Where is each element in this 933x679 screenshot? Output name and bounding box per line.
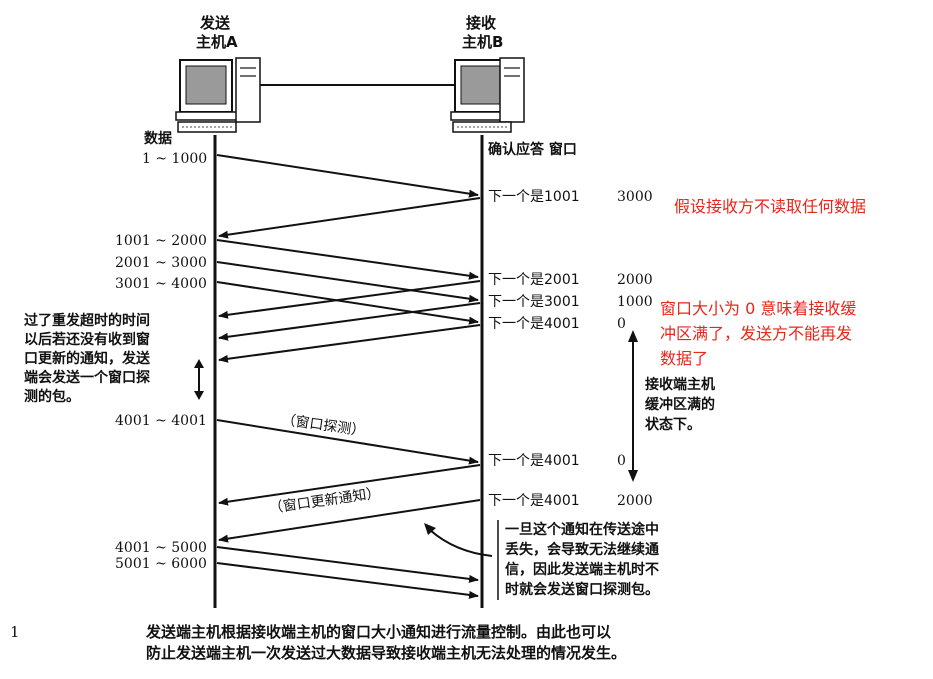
arrow-data-2001-3000 (216, 261, 479, 303)
figure-caption: 发送端主机根据接收端主机的窗口大小通知进行流量控制。由此也可以 防止发送端主机一… (146, 623, 627, 662)
sender-label-2: 1001 ~ 2000 (115, 233, 207, 249)
buffer-full-note: 接收端主机 缓冲区满的 状态下。 (645, 377, 715, 433)
sender-data-header: 数据 (144, 131, 172, 147)
receiver-ack-2: 下一个是2001 (488, 272, 580, 288)
arrow-data-1001-2000 (216, 239, 479, 280)
receiver-ack-5: 下一个是4001 (488, 453, 580, 469)
lost-notification-note: 一旦这个通知在传送途中 丢失，会导致无法继续通 信，因此发送端主机时不 时就会发… (505, 522, 659, 598)
receiver-host-label-line1: 接收 (466, 14, 497, 32)
receiver-window-4: 0 (617, 316, 626, 332)
retransmit-note: 过了重发超时的时间 以后若还没有收到窗 口更新的通知，发送 端会发送一个窗口探 … (24, 313, 150, 405)
receiver-ack-3: 下一个是3001 (488, 294, 580, 310)
sender-label-3: 2001 ~ 3000 (115, 255, 207, 271)
receiver-computer-icon (450, 57, 525, 133)
arrow-data-5001-6000 (216, 562, 479, 599)
arrow-window-probe (216, 419, 479, 465)
sender-label-7: 5001 ~ 6000 (115, 556, 207, 572)
receiver-ack-1: 下一个是1001 (488, 189, 580, 205)
receiver-ack-window-header: 确认应答 窗口 (488, 142, 577, 158)
receiver-window-6: 2000 (617, 493, 653, 509)
arrow-ack-2001 (218, 280, 481, 319)
arrow-ack-1001 (218, 197, 481, 239)
receiver-window-5: 0 (617, 453, 626, 469)
arrow-data-1-1000 (216, 154, 479, 198)
receiver-window-3: 1000 (617, 294, 653, 310)
receiver-window-2: 2000 (617, 272, 653, 288)
arrow-ack-3001 (218, 302, 481, 341)
sender-label-4: 3001 ~ 4000 (115, 276, 207, 292)
receiver-ack-6: 下一个是4001 (488, 493, 580, 509)
sender-computer-icon (175, 57, 261, 133)
zero-window-annotation: 窗口大小为 0 意味着接收缓 冲区满了，发送方不能再发 数据了 (660, 299, 857, 368)
no-read-annotation: 假设接收方不读取任何数据 (674, 197, 867, 216)
arrow-ack-4001-window-0 (218, 324, 481, 363)
figure-number: 1 (10, 623, 20, 641)
timeout-double-arrow (194, 359, 204, 400)
receiver-host-label-line2: 主机B (462, 33, 504, 51)
buffer-full-double-arrow (628, 330, 638, 482)
sender-host-label-line2: 主机A (196, 33, 238, 51)
sender-host-label-line1: 发送 (200, 14, 231, 32)
arrow-probe-reply (218, 464, 481, 506)
sender-label-6: 4001 ~ 5000 (115, 540, 207, 556)
arrow-data-4001-5000 (216, 546, 479, 583)
receiver-ack-4: 下一个是4001 (488, 316, 580, 332)
sender-label-1: 1 ~ 1000 (142, 151, 208, 167)
arrow-data-3001-4000 (216, 281, 479, 325)
sender-label-5: 4001 ~ 4001 (115, 413, 207, 429)
lost-note-pointer (424, 520, 499, 600)
receiver-window-1: 3000 (617, 189, 653, 205)
arrow-window-update (218, 499, 481, 543)
